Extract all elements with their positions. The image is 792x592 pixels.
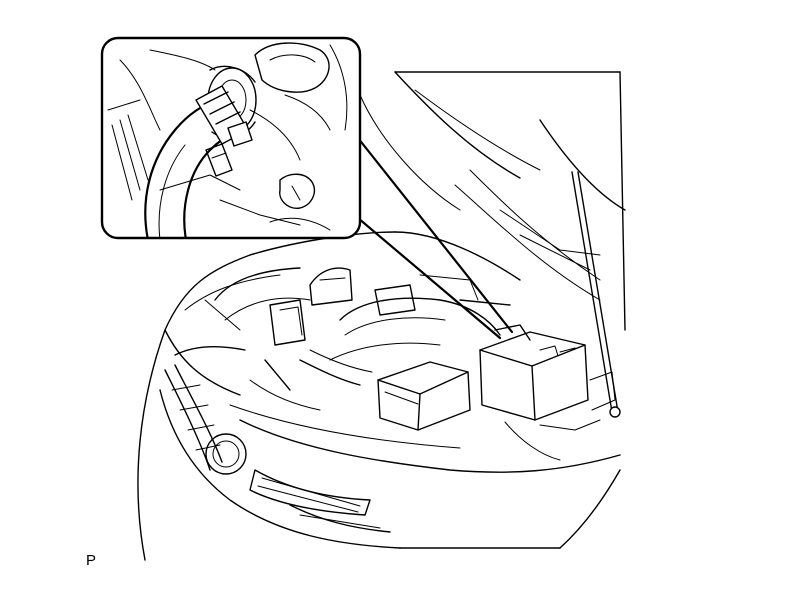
open-hood (359, 71, 626, 331)
lower-intake (249, 469, 391, 533)
detail-inset (100, 36, 362, 240)
vehicle-front-body (137, 231, 621, 561)
engine-components (214, 267, 511, 411)
battery (479, 324, 616, 461)
fuse-relay-box (377, 361, 471, 431)
fog-lamp (205, 433, 247, 475)
detail-leader-lines (356, 136, 514, 340)
figure-code-label: P (86, 552, 97, 569)
